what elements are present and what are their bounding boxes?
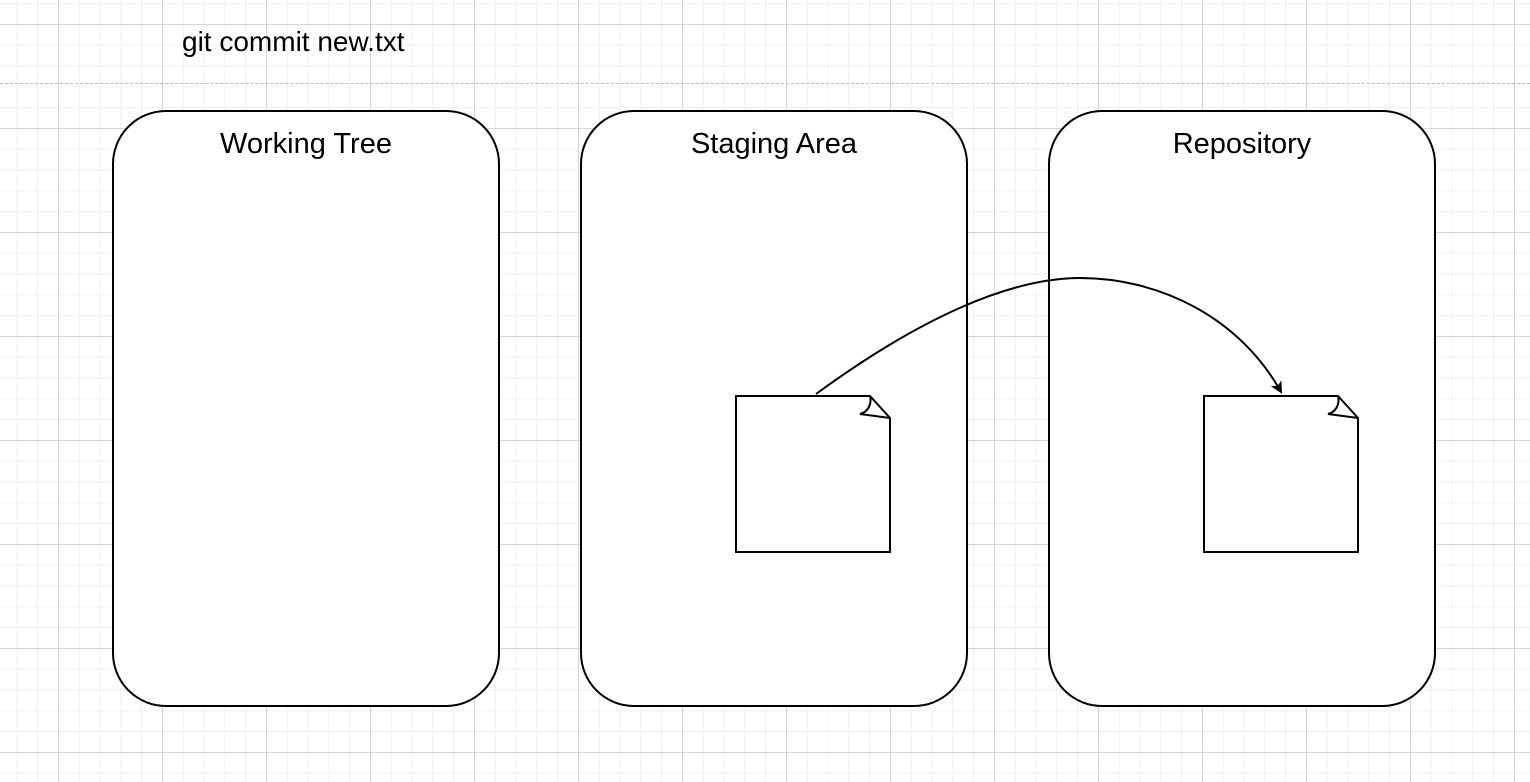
staging-area: Staging Area	[580, 110, 968, 707]
page-break-line	[0, 83, 1530, 84]
staging-area-title: Staging Area	[690, 128, 858, 160]
command-label: git commit new.txt	[182, 26, 405, 57]
repository-area: Repository	[1048, 110, 1436, 707]
repository-title: Repository	[1172, 128, 1312, 160]
working-tree-title: Working Tree	[220, 128, 392, 160]
working-tree-area: Working Tree	[112, 110, 500, 707]
